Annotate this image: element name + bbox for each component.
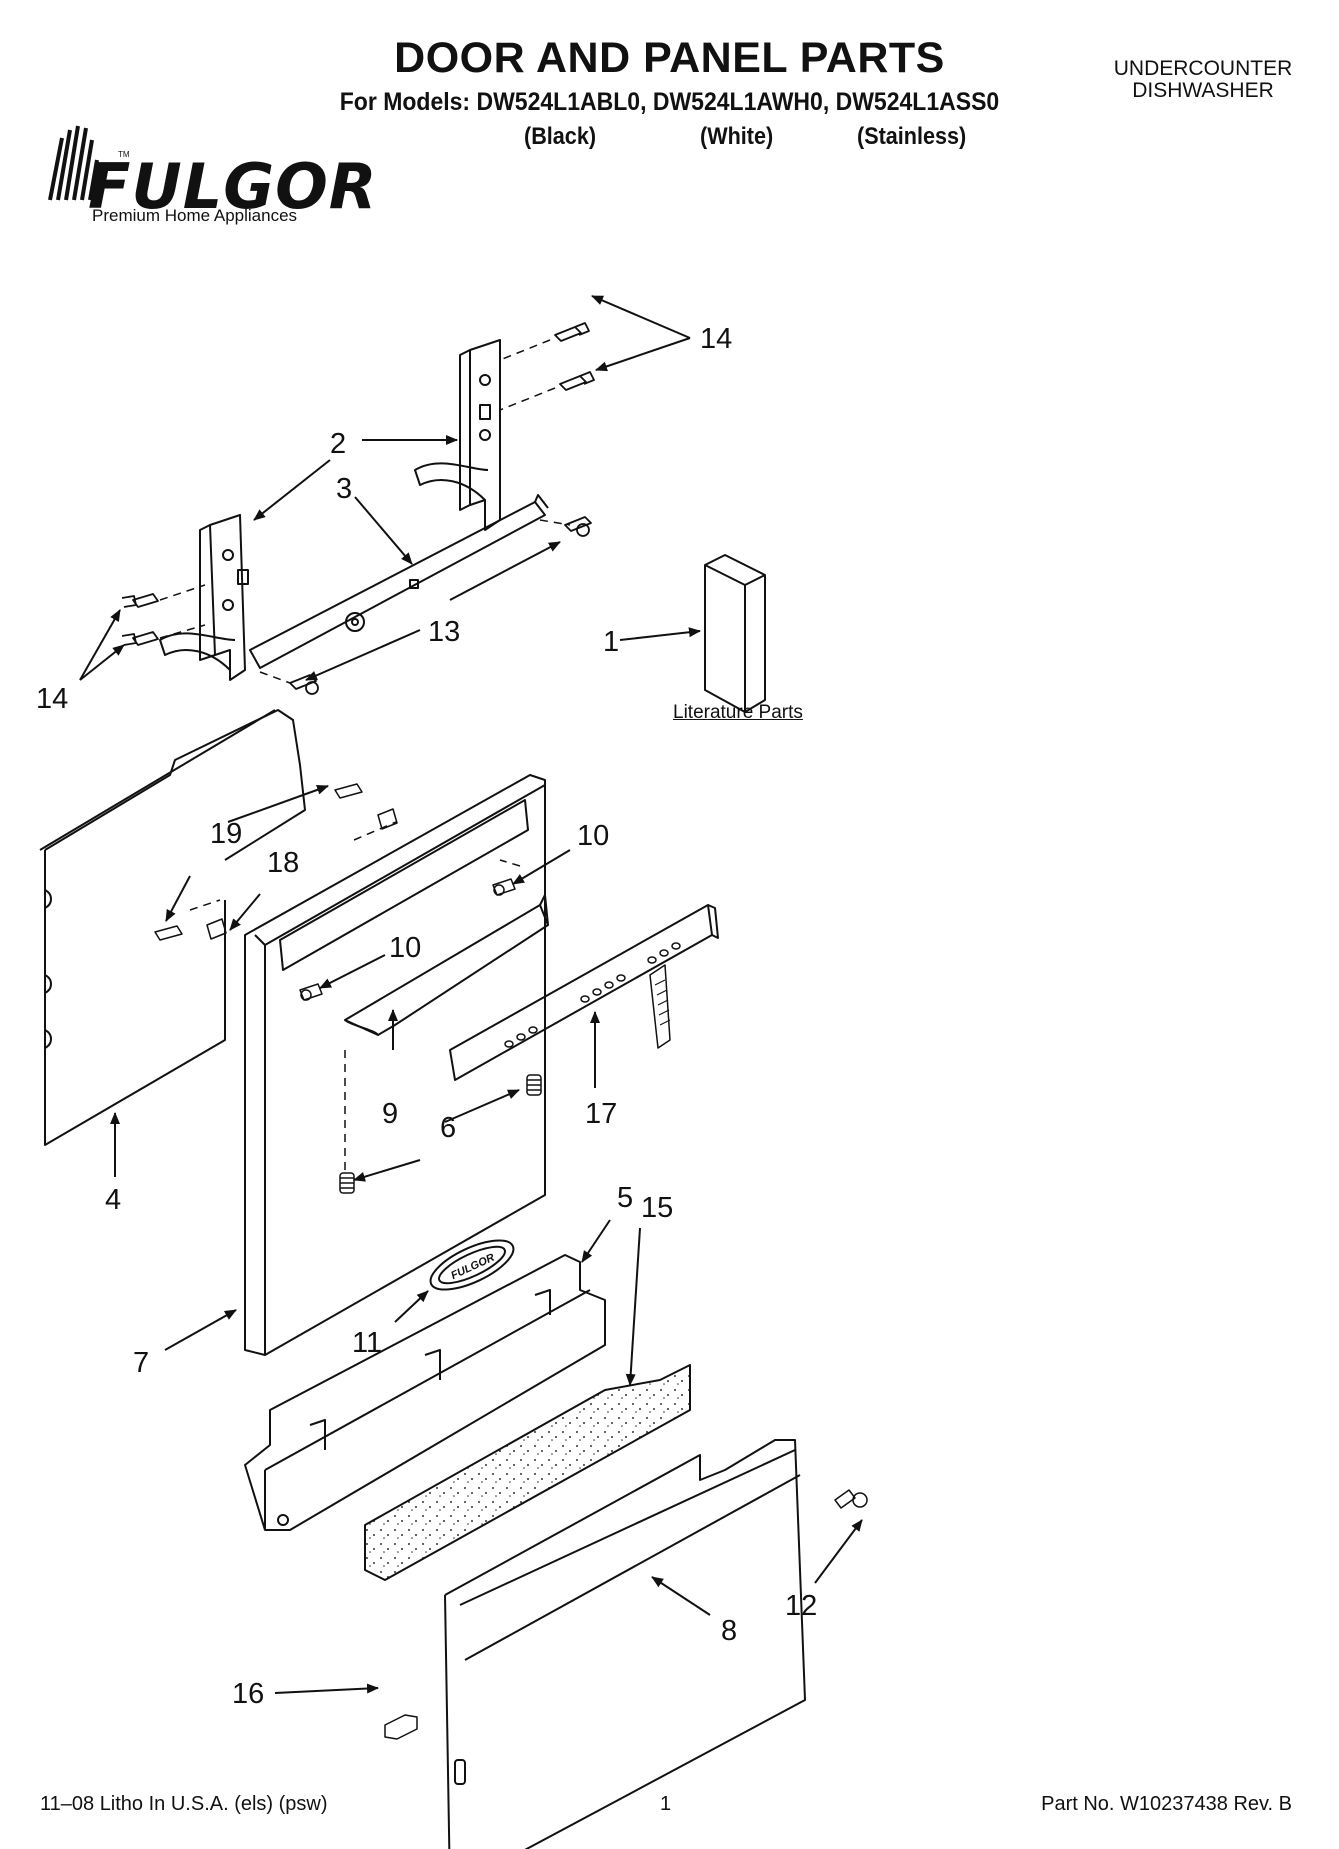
brand-tagline: Premium Home Appliances	[92, 206, 298, 225]
door-handle	[344, 894, 549, 1036]
clip-16	[384, 1714, 418, 1740]
bumpers	[299, 878, 516, 1001]
callout-5: 5	[617, 1182, 633, 1214]
category-line-1: UNDERCOUNTER	[1113, 57, 1293, 80]
page-number: 1	[660, 1793, 672, 1815]
brand-logo: TM FULGOR Premium Home Appliances	[40, 120, 380, 230]
inner-door	[244, 774, 546, 1356]
screw-set-14-top	[554, 322, 595, 391]
callout-13: 13	[428, 616, 460, 648]
screw-set-14-left	[121, 593, 159, 646]
models-line: For Models: DW524L1ABL0, DW524L1AWH0, DW…	[339, 88, 1000, 116]
literature-book	[704, 554, 766, 713]
callout-2: 2	[330, 428, 346, 460]
alignment-lines	[159, 339, 571, 1170]
callout-15: 15	[641, 1192, 673, 1224]
part-number: Part No. W10237438 Rev. B	[1041, 1793, 1292, 1815]
fulgor-emblem	[429, 1239, 515, 1291]
variant-white: (White)	[700, 123, 774, 150]
callout-8: 8	[721, 1615, 737, 1647]
foam-insulation	[364, 1364, 691, 1581]
clips-18	[206, 808, 398, 940]
callout-4: 4	[105, 1184, 121, 1216]
page-title: DOOR AND PANEL PARTS	[394, 34, 945, 82]
screw-12	[834, 1489, 868, 1509]
callout-6: 6	[440, 1112, 456, 1144]
control-panel	[449, 904, 719, 1081]
callout-17: 17	[585, 1098, 617, 1130]
hinge-bracket-right	[414, 339, 501, 531]
callout-arrows	[79, 295, 863, 1694]
screws-19	[154, 783, 363, 941]
springs	[339, 1074, 542, 1194]
outer-door-panel	[39, 709, 306, 1146]
brand-stripes-icon	[48, 125, 99, 201]
toe-panel-bracket	[244, 1254, 606, 1531]
screw-set-13	[289, 516, 592, 695]
hinge-bar	[249, 494, 549, 669]
callout-9: 9	[382, 1098, 398, 1130]
brand-name: FULGOR	[88, 150, 378, 223]
callout-14-top: 14	[700, 323, 732, 355]
variant-black: (Black)	[524, 123, 597, 150]
callout-11: 11	[352, 1327, 382, 1359]
callout-12: 12	[785, 1590, 817, 1622]
callout-labels: 14 2 3 13 1 14 19 18 10 10 9 6 17 4 5 15…	[36, 323, 817, 1710]
callout-10-right: 10	[577, 820, 609, 852]
callout-1: 1	[603, 626, 619, 658]
brand-trademark: TM	[118, 150, 130, 159]
callout-16: 16	[232, 1678, 264, 1710]
product-category: UNDERCOUNTER DISHWASHER	[1103, 58, 1303, 102]
callout-3: 3	[336, 473, 352, 505]
hinge-bracket-left	[159, 514, 249, 681]
callout-19: 19	[210, 818, 242, 850]
callout-14-left: 14	[36, 683, 68, 715]
callout-7: 7	[133, 1347, 149, 1379]
category-line-2: DISHWASHER	[1132, 79, 1274, 102]
print-info: 11–08 Litho In U.S.A. (els) (psw)	[40, 1793, 328, 1815]
literature-parts-label: Literature Parts	[673, 702, 803, 723]
kick-plate	[444, 1439, 806, 1849]
callout-10-left: 10	[389, 932, 421, 964]
variant-stainless: (Stainless)	[857, 123, 967, 150]
callout-18: 18	[267, 847, 299, 879]
